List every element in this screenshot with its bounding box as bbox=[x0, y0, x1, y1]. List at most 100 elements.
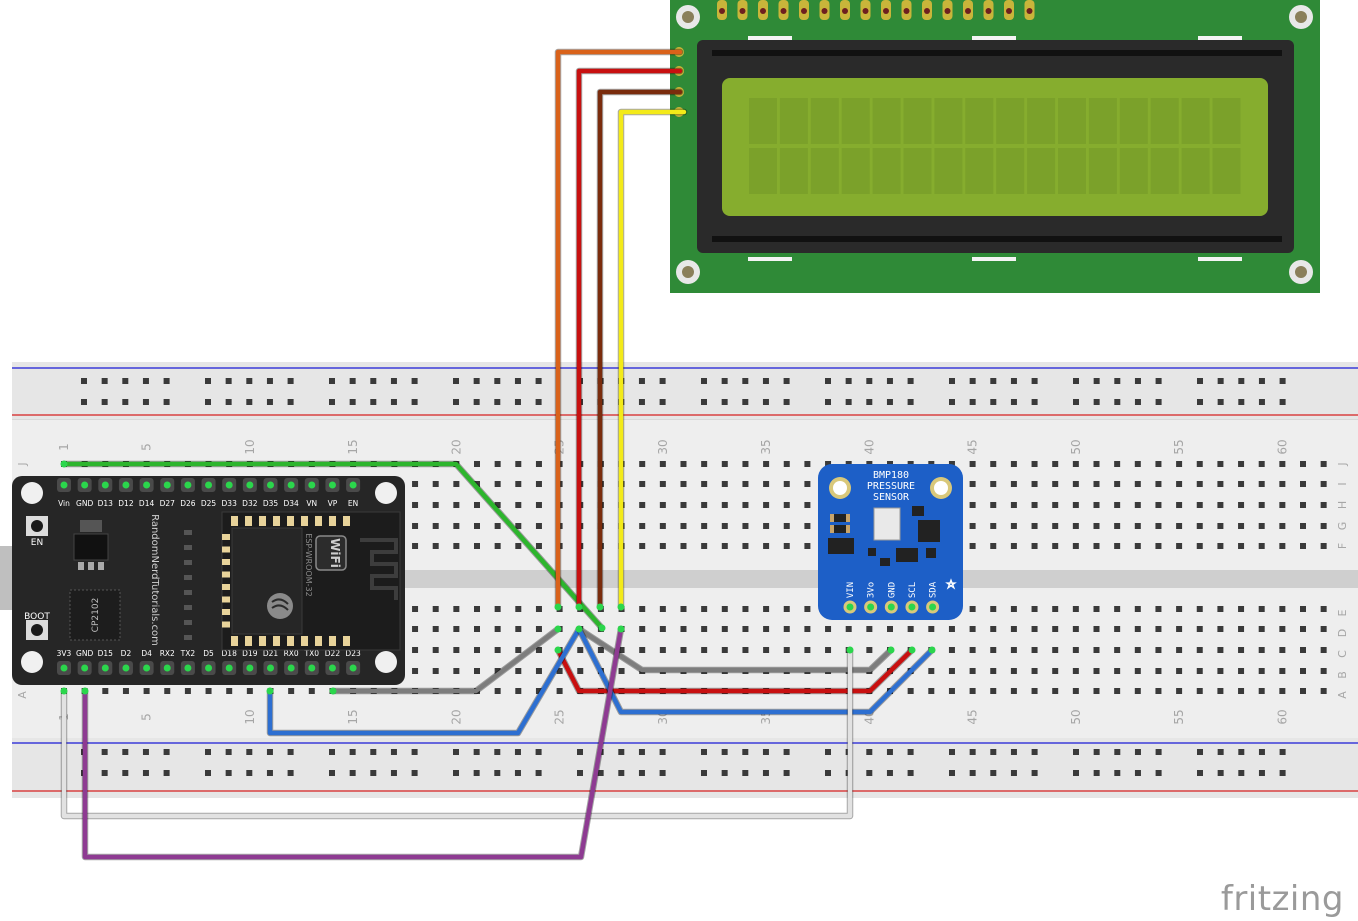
breadboard-hole bbox=[514, 770, 521, 776]
breadboard-hole bbox=[494, 668, 501, 674]
breadboard-hole bbox=[721, 481, 728, 487]
site-label: RandomNerdTutorials.com bbox=[149, 514, 160, 646]
breadboard-hole bbox=[102, 688, 109, 694]
breadboard-hole bbox=[1279, 668, 1286, 674]
breadboard-hole bbox=[742, 647, 749, 653]
wire-endpoint bbox=[575, 625, 583, 633]
breadboard-hole bbox=[1114, 770, 1121, 776]
breadboard-hole bbox=[535, 606, 542, 612]
breadboard-hole bbox=[1238, 770, 1245, 776]
breadboard-hole bbox=[783, 770, 790, 776]
breadboard-hole bbox=[1134, 668, 1141, 674]
breadboard-hole bbox=[122, 399, 129, 405]
breadboard-hole bbox=[390, 378, 397, 384]
lcd-character-cell bbox=[1150, 148, 1179, 194]
breadboard-hole bbox=[1134, 688, 1141, 694]
wire-yellow-lcd bbox=[618, 109, 687, 610]
breadboard-hole bbox=[453, 606, 460, 612]
breadboard-hole bbox=[370, 378, 377, 384]
breadboard-hole bbox=[494, 378, 501, 384]
breadboard-hole bbox=[1010, 399, 1017, 405]
breadboard-hole bbox=[1155, 523, 1162, 529]
breadboard-hole bbox=[762, 770, 769, 776]
row-letter: A bbox=[16, 691, 29, 699]
breadboard-hole bbox=[164, 688, 171, 694]
breadboard-hole bbox=[783, 502, 790, 508]
breadboard-hole bbox=[1176, 668, 1183, 674]
breadboard-hole bbox=[266, 378, 273, 384]
breadboard-hole bbox=[1320, 647, 1327, 653]
breadboard-hole bbox=[514, 749, 521, 755]
breadboard-hole bbox=[246, 749, 253, 755]
breadboard-hole bbox=[638, 399, 645, 405]
breadboard-hole bbox=[1279, 502, 1286, 508]
breadboard-hole bbox=[659, 481, 666, 487]
breadboard-hole bbox=[515, 543, 522, 549]
breadboard-hole bbox=[1010, 770, 1017, 776]
breadboard-hole bbox=[1300, 647, 1306, 653]
breadboard-hole bbox=[1093, 481, 1100, 487]
breadboard-hole bbox=[1238, 378, 1245, 384]
esp32-pin-label: RX0 bbox=[284, 649, 299, 658]
breadboard-hole bbox=[701, 523, 708, 529]
breadboard-hole bbox=[432, 502, 439, 508]
breadboard-hole bbox=[763, 461, 770, 467]
breadboard-hole bbox=[949, 770, 955, 776]
breadboard-hole bbox=[453, 502, 460, 508]
lcd-16x2-module bbox=[670, 0, 1320, 293]
breadboard-hole bbox=[680, 523, 687, 529]
breadboard-hole bbox=[515, 688, 522, 694]
breadboard-hole bbox=[412, 543, 419, 549]
breadboard-hole bbox=[474, 606, 480, 612]
breadboard-hole bbox=[515, 647, 522, 653]
breadboard-hole bbox=[763, 606, 770, 612]
row-letter: B bbox=[1336, 671, 1349, 679]
breadboard-hole bbox=[1010, 543, 1017, 549]
lcd-character-cell bbox=[1027, 148, 1056, 194]
breadboard-hole bbox=[1300, 461, 1306, 467]
breadboard-hole bbox=[1114, 481, 1121, 487]
breadboard-hole bbox=[432, 481, 439, 487]
breadboard-hole bbox=[1238, 523, 1245, 529]
breadboard-hole bbox=[1258, 481, 1265, 487]
adafruit-star-icon bbox=[945, 578, 957, 590]
wifi-logo bbox=[315, 535, 347, 571]
breadboard-hole bbox=[1217, 523, 1224, 529]
breadboard-hole bbox=[1031, 606, 1038, 612]
wire-endpoint bbox=[617, 625, 625, 633]
breadboard-hole bbox=[969, 668, 976, 674]
breadboard-hole bbox=[680, 543, 687, 549]
breadboard-hole bbox=[225, 378, 232, 384]
breadboard-hole bbox=[1010, 481, 1017, 487]
breadboard-hole bbox=[1300, 543, 1306, 549]
breadboard-hole bbox=[1031, 626, 1038, 632]
breadboard-hole bbox=[412, 647, 419, 653]
breadboard-hole bbox=[349, 378, 356, 384]
breadboard-hole bbox=[701, 626, 708, 632]
breadboard-hole bbox=[969, 481, 976, 487]
breadboard-hole bbox=[886, 770, 893, 776]
breadboard-hole bbox=[349, 770, 356, 776]
breadboard-hole bbox=[1093, 399, 1100, 405]
breadboard-hole bbox=[1217, 461, 1224, 467]
breadboard-hole bbox=[535, 399, 542, 405]
breadboard-hole bbox=[618, 668, 625, 674]
breadboard-hole bbox=[1031, 399, 1038, 405]
breadboard-hole bbox=[1010, 502, 1017, 508]
lcd-character-cell bbox=[1212, 148, 1241, 194]
breadboard-hole bbox=[721, 647, 728, 653]
breadboard-hole bbox=[783, 606, 790, 612]
breadboard-hole bbox=[1114, 688, 1121, 694]
breadboard-hole bbox=[1196, 481, 1203, 487]
breadboard-hole bbox=[329, 378, 335, 384]
breadboard-hole bbox=[1072, 481, 1079, 487]
esp32-bottom-pin-row bbox=[57, 661, 361, 675]
breadboard-hole bbox=[1093, 606, 1100, 612]
breadboard-hole bbox=[887, 626, 893, 632]
breadboard-hole bbox=[1197, 399, 1203, 405]
breadboard-hole bbox=[1114, 668, 1121, 674]
breadboard-hole bbox=[1093, 749, 1100, 755]
breadboard-hole bbox=[845, 378, 852, 384]
breadboard-hole bbox=[1238, 749, 1245, 755]
